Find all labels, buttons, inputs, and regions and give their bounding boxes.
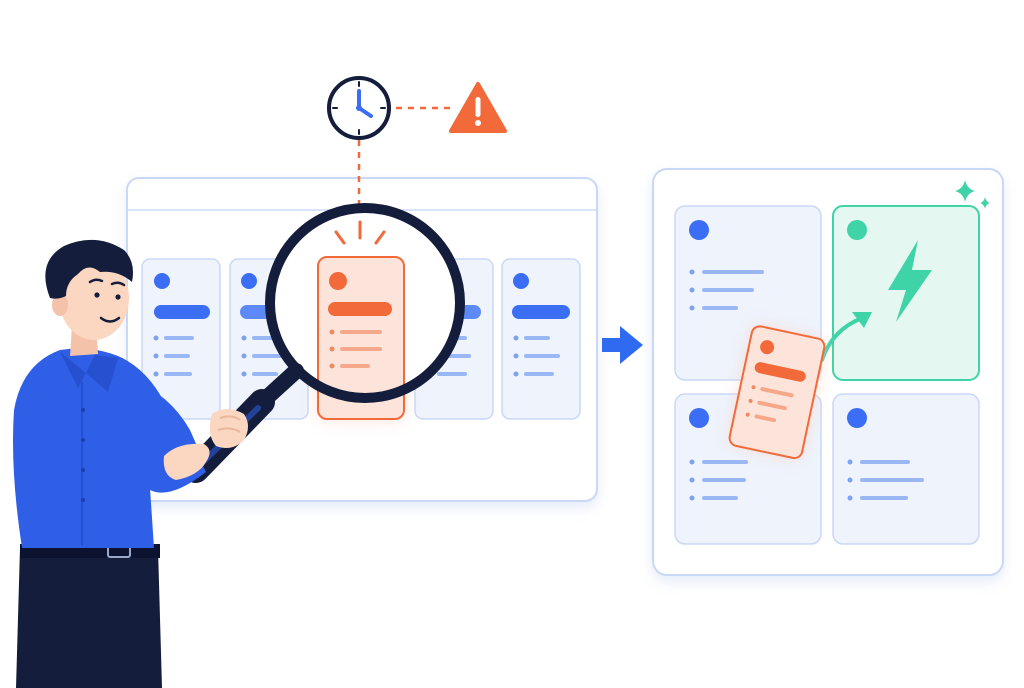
list-line (860, 496, 908, 500)
person-figure (13, 239, 248, 688)
clock-icon (327, 76, 391, 140)
list-line (702, 270, 764, 274)
list-bullet (241, 371, 247, 377)
after-board (652, 168, 1004, 576)
column-title-bar (512, 305, 570, 319)
sparkle-icon (955, 180, 990, 209)
list-line (252, 372, 278, 376)
highlighted-card (317, 256, 405, 420)
alert-rays-icon (334, 220, 386, 245)
list-line (702, 478, 746, 482)
list-bullet (329, 329, 335, 335)
warning-triangle-icon (449, 82, 507, 133)
list-bullet (513, 371, 519, 377)
list-line (524, 354, 560, 358)
slot-avatar-dot (689, 220, 709, 240)
list-bullet (241, 335, 247, 341)
after-slot-4 (832, 393, 980, 545)
person-hand-left (163, 443, 210, 480)
lightning-bolt-icon (888, 240, 932, 322)
list-line (702, 460, 748, 464)
slot-avatar-dot (689, 408, 709, 428)
column-title-bar (154, 305, 210, 319)
list-bullet (329, 346, 335, 352)
after-slot-2-success (832, 205, 980, 381)
list-line (340, 347, 382, 351)
list-line (860, 478, 924, 482)
list-line (164, 354, 190, 358)
column-avatar-dot (154, 273, 170, 289)
list-bullet (513, 353, 519, 359)
list-bullet (513, 335, 519, 341)
list-line (524, 372, 554, 376)
list-line (524, 336, 550, 340)
arrow-right-icon (602, 326, 643, 364)
list-line (252, 354, 286, 358)
curved-arrow-icon (820, 316, 864, 362)
highlighted-title-bar (328, 302, 392, 316)
column-avatar-dot (513, 273, 529, 289)
list-bullet (241, 353, 247, 359)
list-bullet (153, 371, 159, 377)
list-line (164, 372, 192, 376)
board-column-3-highlighted (273, 211, 457, 420)
person-hair (45, 239, 134, 299)
list-line (437, 372, 467, 376)
list-line (860, 460, 910, 464)
list-line (702, 496, 738, 500)
person-face (59, 256, 129, 340)
curved-arrow-head (852, 312, 872, 328)
moving-task-card (728, 325, 826, 460)
list-bullet (153, 335, 159, 341)
list-line (340, 330, 382, 334)
slot-avatar-dot (847, 408, 867, 428)
list-line (340, 364, 370, 368)
board-column-1 (141, 258, 221, 420)
list-line (702, 288, 754, 292)
person-pants (16, 548, 162, 688)
column-avatar-dot (241, 273, 257, 289)
bottleneck-indicator (327, 76, 507, 206)
list-line (702, 306, 738, 310)
list-bullet (153, 353, 159, 359)
highlighted-avatar-dot (329, 272, 347, 290)
list-bullet (329, 363, 335, 369)
slot-avatar-dot (847, 220, 867, 240)
board-column-5 (501, 258, 581, 420)
list-line (164, 336, 194, 340)
